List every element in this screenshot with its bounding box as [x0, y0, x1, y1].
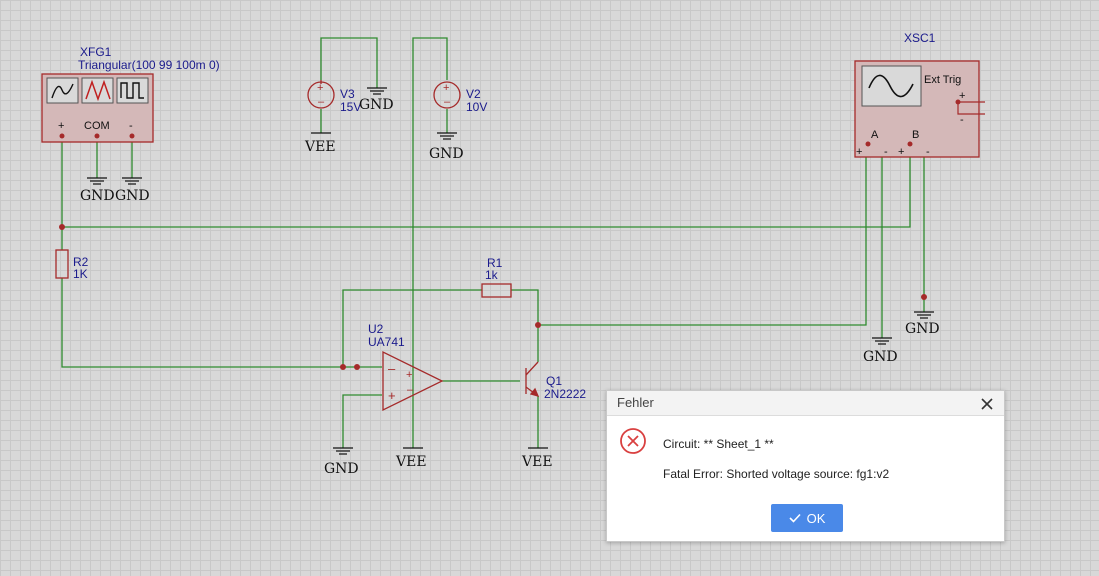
r1-value: 1k	[485, 268, 499, 282]
r1-resistor[interactable]	[481, 283, 512, 298]
xsc1-trig-minus: -	[960, 114, 964, 126]
svg-text:–: –	[444, 96, 451, 108]
q1-name: Q1	[546, 374, 562, 388]
v3-dc-source[interactable]: + –	[307, 80, 335, 109]
r2-resistor[interactable]	[55, 249, 69, 279]
ok-button[interactable]: OK	[771, 504, 843, 532]
vee-label-v3: VEE	[304, 139, 336, 155]
v2-dc-source[interactable]: + –	[433, 81, 461, 109]
xfg1-name: XFG1	[80, 45, 112, 59]
close-icon[interactable]	[978, 393, 996, 413]
gnd-label-v2: GND	[429, 146, 464, 162]
svg-text:+: +	[443, 82, 449, 94]
svg-text:+: +	[388, 388, 396, 403]
xsc1-a-minus: -	[884, 146, 888, 158]
ground-symbols	[87, 87, 934, 455]
gnd-label-v3: GND	[359, 97, 394, 113]
u2-value: UA741	[368, 335, 405, 349]
xsc1-oscilloscope[interactable]: Ext Trig + - A B + - + -	[854, 60, 985, 158]
q1-value: 2N2222	[544, 387, 586, 401]
sine-wave-icon	[51, 83, 74, 99]
r1-name: R1	[487, 256, 503, 270]
gnd-label-opamp: GND	[324, 461, 359, 477]
xsc1-pin-a: A	[871, 129, 879, 141]
r2-name: R2	[73, 255, 89, 269]
q1-transistor[interactable]	[525, 361, 540, 398]
dialog-header[interactable]: Fehler	[607, 391, 1004, 416]
junction-dots	[59, 224, 927, 370]
v2-value: 10V	[466, 100, 487, 114]
xsc1-a-plus: +	[856, 146, 862, 158]
xsc1-ext-trig: Ext Trig	[924, 74, 961, 86]
square-wave-icon	[120, 82, 144, 99]
xfg1-pin-com: COM	[84, 120, 110, 132]
svg-text:–: –	[318, 96, 325, 108]
vee-symbols	[311, 132, 548, 449]
ok-button-label: OK	[806, 510, 826, 526]
svg-text:–: –	[407, 384, 414, 396]
xsc1-trig-plus: +	[959, 90, 965, 102]
xsc1-pin-b: B	[912, 129, 919, 141]
u2-name: U2	[368, 322, 384, 336]
gnd-label-scope-a: GND	[863, 349, 898, 365]
vee-label-opamp: VEE	[395, 454, 427, 470]
xfg1-function-generator[interactable]: + COM -	[41, 73, 154, 143]
xfg1-pin-plus: +	[58, 120, 64, 132]
gnd-label-scope-b: GND	[905, 321, 940, 337]
vee-label-q1: VEE	[521, 454, 553, 470]
error-icon	[619, 427, 647, 455]
svg-text:+: +	[406, 369, 412, 381]
xsc1-name: XSC1	[904, 31, 936, 45]
svg-text:+: +	[317, 82, 323, 94]
wires	[61, 37, 925, 448]
circuit-message: Circuit: ** Sheet_1 **	[663, 437, 774, 451]
xfg1-pin-minus: -	[129, 120, 133, 132]
scope-waveform-icon	[868, 74, 914, 98]
v2-name: V2	[466, 87, 481, 101]
xsc1-b-minus: -	[926, 146, 930, 158]
triangle-wave-icon	[85, 79, 111, 102]
r2-value: 1K	[73, 267, 88, 281]
v3-name: V3	[340, 87, 355, 101]
error-message: Fatal Error: Shorted voltage source: fg1…	[663, 467, 890, 481]
xsc1-b-plus: +	[898, 146, 904, 158]
gnd-label-xfg-minus: GND	[115, 188, 150, 204]
u2-opamp[interactable]: – + + –	[382, 350, 444, 412]
v3-value: 15V	[340, 100, 361, 114]
svg-text:–: –	[388, 361, 396, 376]
xfg1-value: Triangular(100 99 100m 0)	[78, 58, 220, 72]
gnd-label-xfg-com: GND	[80, 188, 115, 204]
check-icon	[789, 511, 801, 526]
dialog-title: Fehler	[617, 395, 654, 410]
error-dialog[interactable]: Fehler Circuit: ** Sheet_1 ** Fatal Erro…	[606, 390, 1005, 542]
